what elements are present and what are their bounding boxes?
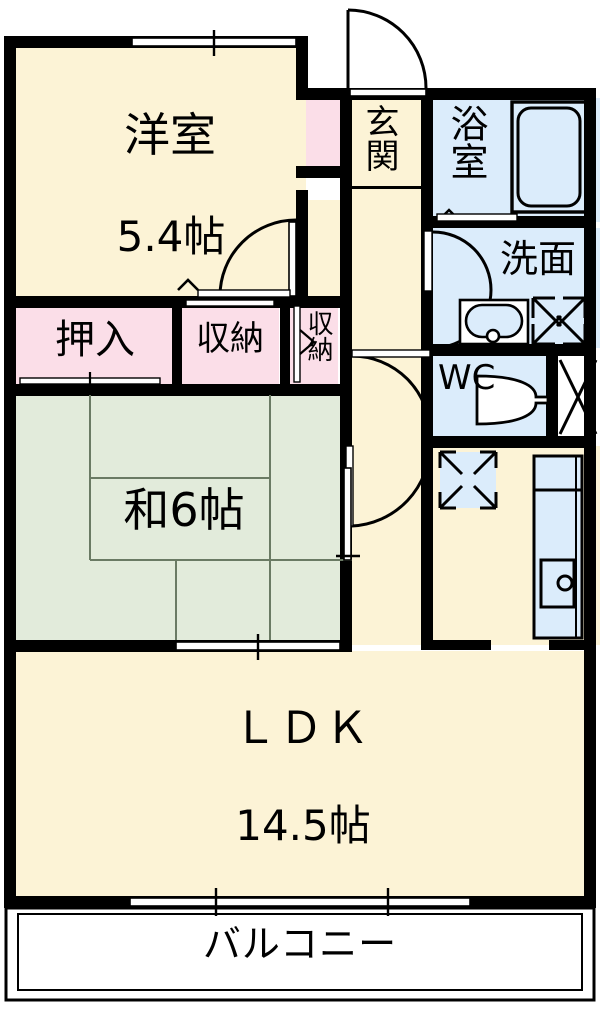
label-storage-2: 収納: [303, 310, 333, 362]
wall-toilet-kitchen-divider: [421, 436, 596, 448]
label-balcony: バルコニー: [202, 922, 398, 966]
corridor-fill: [350, 297, 432, 645]
label-ldk-area: 14.5帖: [235, 801, 371, 850]
wall-kitchen-bottom-left-stub: [421, 640, 491, 650]
wall-ldk-bottom: [4, 896, 596, 908]
wall-kitchen-bottom-right-stub: [549, 640, 596, 650]
wall-west-room-right-upper: [296, 36, 308, 98]
wall-corridor-right-upper: [421, 98, 433, 222]
wall-tatami-bottom: [4, 640, 352, 652]
room-entrance-fill: [352, 98, 430, 297]
wall-corridor-left-lowest: [340, 440, 352, 646]
storage-oshiire-fill: [14, 306, 174, 386]
wall-corridor-right-mid: [421, 222, 433, 350]
wall-outer-top-left: [4, 36, 308, 48]
wall-corridor-left-upper: [340, 98, 352, 298]
wall-outer-left: [4, 36, 16, 908]
wall-kitchen-left: [421, 440, 433, 646]
wall-storage-divider-1: [172, 296, 182, 396]
kitchen-fill: [433, 446, 600, 645]
storage-1-fill: [180, 306, 279, 386]
wall-corridor-right-lower: [421, 348, 433, 444]
wall-entrance-top: [296, 88, 436, 100]
wall-outer-right: [584, 88, 596, 908]
wall-outer-top-right: [424, 88, 596, 100]
label-western-room: 洋室: [124, 108, 216, 162]
label-storage-1: 収納: [196, 319, 264, 359]
label-japanese-room: 和6帖: [123, 483, 245, 537]
wall-storage-divider-2: [280, 296, 290, 396]
entrance-step-line: [352, 186, 430, 189]
label-storage-oshiire: 押入: [55, 317, 135, 363]
label-ldk: ＬＤＫ: [233, 703, 371, 754]
room-japanese-fill: [14, 395, 352, 645]
wall-bath-washroom-divider: [421, 216, 596, 228]
front-door: [346, 8, 428, 97]
wall-washroom-toilet-divider: [421, 344, 596, 356]
label-western-room-area: 5.4帖: [116, 212, 226, 261]
label-washroom: 洗面: [499, 237, 576, 281]
room-ldk-fill: [14, 651, 586, 901]
label-toilet: WC: [438, 358, 496, 398]
wall-toilet-pipeshaft-divider: [546, 348, 558, 440]
wall-west-room-right-lower: [296, 190, 308, 298]
label-entrance: 玄関: [359, 104, 399, 172]
wall-corridor-left-lower: [340, 298, 352, 446]
wall-shoe-cabinet-left: [296, 166, 352, 178]
label-bathroom: 浴室: [444, 104, 488, 180]
